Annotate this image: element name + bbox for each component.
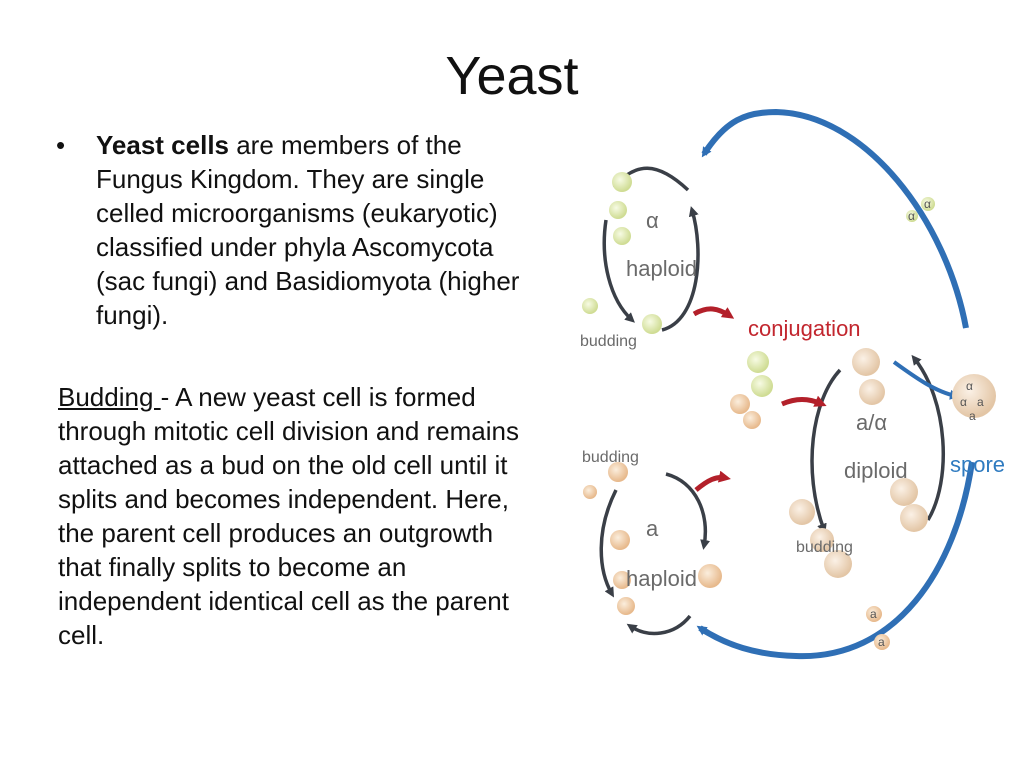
spore-a-mark: a — [969, 409, 976, 423]
diploid-cell — [824, 550, 852, 578]
bullet-bold-lead: Yeast cells — [96, 130, 229, 160]
conjugation-arrow-mid — [781, 395, 827, 407]
alpha-loop-arrow-right — [661, 206, 700, 332]
a-cell — [698, 564, 722, 588]
a-cell — [610, 530, 630, 550]
a-cell — [583, 485, 597, 499]
diploid-arrow-right — [911, 354, 946, 521]
budding-body-text: - A new yeast cell is formed through mit… — [58, 382, 519, 650]
a-cell — [730, 394, 750, 414]
diploid-cell — [789, 499, 815, 525]
a-cell — [617, 597, 635, 615]
spore-a-mark: a — [977, 395, 984, 409]
alpha-cell — [921, 197, 935, 211]
alpha-cell — [612, 172, 632, 192]
a-cell — [866, 606, 882, 622]
haploid-label-bottom: haploid — [626, 566, 697, 591]
cell-a-mark: a — [870, 607, 877, 621]
spore-alpha-mark: α — [960, 395, 967, 409]
budding-label-diploid: budding — [796, 539, 853, 556]
alpha-label: α — [646, 208, 659, 233]
outer-arrow-bottom — [696, 461, 975, 660]
a-loop-arrow-left — [599, 489, 618, 598]
alpha-cell — [751, 375, 773, 397]
alpha-cell — [906, 210, 918, 222]
budding-label-top: budding — [580, 333, 637, 350]
a-cell — [608, 462, 628, 482]
a-loop-arrow-bottom — [626, 614, 692, 636]
haploid-label-top: haploid — [626, 256, 697, 281]
cell-alpha-mark: α — [908, 209, 915, 223]
bullet-body-text: are members of the Fungus Kingdom. They … — [96, 130, 520, 330]
budding-label-bottom: budding — [582, 449, 639, 466]
spore-label: spore — [950, 452, 1004, 477]
outer-arrow-top — [701, 108, 969, 329]
spore-ascus — [952, 374, 996, 418]
diploid-cell — [890, 478, 918, 506]
conjugation-label: conjugation — [748, 316, 861, 341]
alpha-cell — [642, 314, 662, 334]
alpha-cell — [747, 351, 769, 373]
a-cell — [743, 411, 761, 429]
slide-title: Yeast — [445, 46, 579, 106]
alpha-cell — [613, 227, 631, 245]
diploid-label: diploid — [844, 458, 908, 483]
spore-alpha-mark: α — [966, 379, 973, 393]
budding-paragraph: Budding - A new yeast cell is formed thr… — [58, 380, 538, 652]
a-alpha-label: a/α — [856, 410, 887, 435]
bullet-text-block: Yeast cells are members of the Fungus Ki… — [96, 128, 546, 332]
diploid-cell — [810, 528, 834, 552]
diploid-arrow-left — [810, 368, 842, 534]
yeast-life-cycle-diagram: α α a a α α a a α haploid budding conjug… — [576, 100, 1005, 690]
bullet-paragraph: • Yeast cells are members of the Fungus … — [56, 128, 546, 332]
bullet-marker: • — [56, 130, 66, 160]
conjugation-arrow-top — [692, 306, 735, 319]
budding-heading: Budding — [58, 382, 161, 412]
diploid-to-spore-arrow — [892, 360, 960, 400]
conjugation-arrow-bottom — [694, 470, 731, 492]
cell-alpha-mark: α — [924, 197, 931, 211]
cell-a-mark: a — [878, 635, 885, 649]
alpha-loop-arrow-left — [602, 219, 635, 323]
life-cycle-svg: α α a a α α a a α haploid budding conjug… — [580, 108, 1005, 660]
a-label: a — [646, 516, 659, 541]
a-cell — [874, 634, 890, 650]
a-loop-arrow-top — [665, 472, 711, 550]
diploid-cell — [852, 348, 880, 376]
alpha-cell — [582, 298, 598, 314]
alpha-cell — [609, 201, 627, 219]
diploid-cell — [859, 379, 885, 405]
diploid-cell — [900, 504, 928, 532]
a-cell — [613, 571, 631, 589]
